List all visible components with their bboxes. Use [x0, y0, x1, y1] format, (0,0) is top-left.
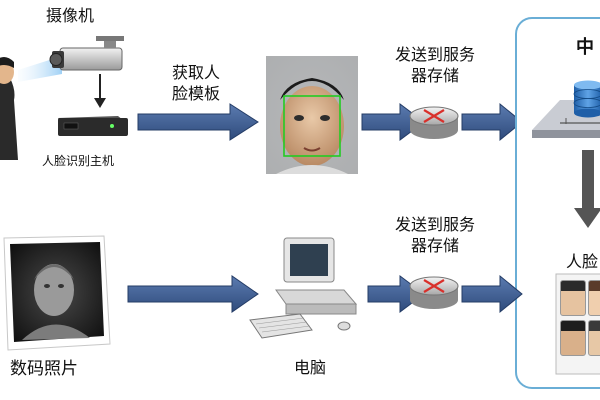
face-thumbnail [588, 280, 600, 316]
router-icon [409, 106, 459, 139]
send-to-server-label-2: 发送到服务 器存储 [394, 215, 475, 255]
3d-face-photo-icon [3, 235, 111, 351]
face-host-label: 人脸识别主机 [42, 154, 115, 168]
send-to-server-label-1: 发送到服务 器存储 [394, 45, 475, 85]
surveillance-camera-icon [49, 36, 124, 71]
router-icon [409, 276, 459, 309]
center-partial-label: 中 [576, 37, 594, 58]
digital-photo-label: 数码照片 [10, 359, 78, 379]
database-server-icon [532, 80, 600, 138]
face-capture-photo-icon [266, 56, 358, 174]
desktop-computer-icon [249, 237, 358, 339]
face-thumbnail [588, 320, 600, 356]
get-template-label: 获取人 脸模板 [171, 63, 220, 103]
panel-down-arrow [574, 150, 600, 228]
person-silhouette-icon [0, 57, 18, 160]
arrow-to-template [137, 103, 259, 141]
face-db-partial-label: 人脸 [566, 252, 599, 271]
face-detection-box [283, 95, 341, 157]
face-thumbnail [560, 320, 586, 356]
face-thumbnail [560, 280, 586, 316]
camera-label: 摄像机 [46, 6, 95, 25]
face-recognition-host-icon [58, 116, 128, 136]
computer-label: 电脑 [294, 358, 327, 377]
